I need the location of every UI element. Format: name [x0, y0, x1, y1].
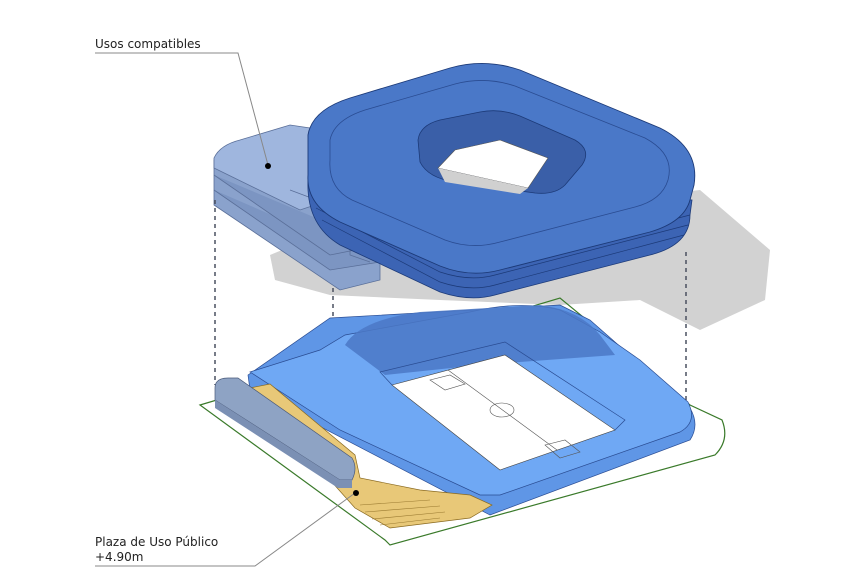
callout-dot-lower [353, 490, 359, 496]
label-plaza-elevation: +4.90m [95, 550, 144, 564]
callout-dot-upper [265, 163, 271, 169]
public-plaza [249, 383, 493, 529]
lower-podium [247, 304, 696, 516]
label-public-plaza: Plaza de Uso Público [95, 535, 219, 549]
upper-stadium-ring [307, 63, 696, 299]
label-compatible-uses: Usos compatibles [95, 37, 201, 51]
compatible-uses-block [213, 124, 381, 291]
leader-lines [95, 52, 356, 567]
site-boundary [198, 297, 726, 546]
compatible-uses-podium-block [214, 377, 356, 481]
